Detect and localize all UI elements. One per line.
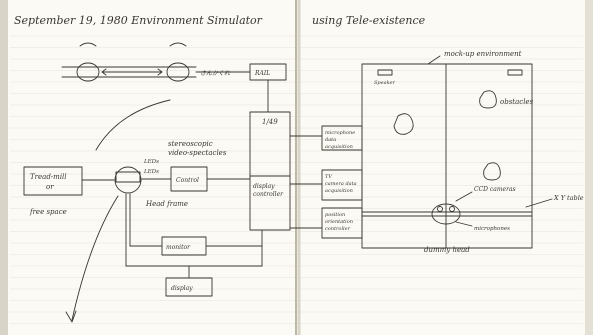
control-box-label: Control (176, 177, 199, 184)
right-page-title: using Tele-existence (312, 14, 426, 27)
display-box-label: display (171, 285, 193, 292)
right-page-edge (585, 0, 593, 335)
xy-table-label: X Y table (553, 194, 584, 202)
mockup-label: mock-up environment (444, 50, 522, 58)
monitor-box-label: monitor (166, 244, 191, 251)
cpu-box-label: 1/49 (262, 118, 278, 126)
mystery-label: さんかくれ (200, 70, 231, 77)
leds-label-a: LEDs (143, 159, 159, 165)
dummy-head-label: dummy head (424, 246, 470, 254)
left-page-title: September 19, 1980 Environment Simulator (14, 14, 263, 27)
speaker-label: Speaker (374, 80, 396, 86)
ccd-label: CCD cameras (474, 186, 516, 193)
head-frame-label: Head frame (145, 200, 188, 208)
rail-box-label: RAIL (254, 70, 270, 77)
leds-label-b: LEDs (143, 169, 159, 175)
left-page-edge (0, 0, 8, 335)
obstacles-label: obstacles (500, 98, 534, 106)
microphones-label: microphones (474, 226, 510, 232)
